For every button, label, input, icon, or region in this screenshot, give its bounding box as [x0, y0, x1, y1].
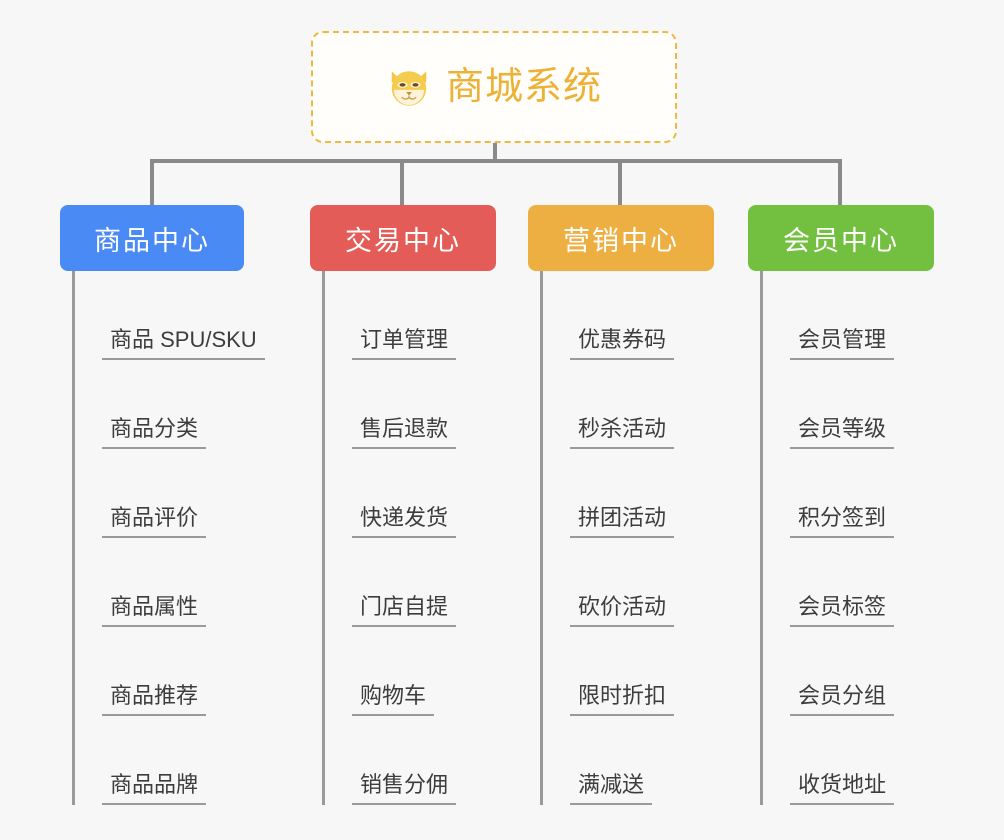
leaf-item[interactable]: 快递发货: [322, 449, 496, 538]
leaf-item-label: 商品推荐: [102, 683, 207, 716]
leaf-item[interactable]: 门店自提: [322, 538, 496, 627]
category-header-label: 营销中心: [563, 225, 679, 256]
leaf-item-label: 收货地址: [790, 772, 895, 805]
branch-group-4: 会员管理会员等级积分签到会员标签会员分组收货地址: [748, 271, 934, 805]
leaf-item[interactable]: 销售分佣: [322, 716, 496, 805]
leaf-item[interactable]: 商品属性: [72, 538, 244, 627]
leaf-item-label: 商品属性: [102, 594, 207, 627]
branch-group-2: 订单管理售后退款快递发货门店自提购物车销售分佣: [310, 271, 496, 805]
leaf-item-label: 拼团活动: [570, 505, 675, 538]
branch-trunk: [72, 271, 75, 805]
branch-group-3: 优惠券码秒杀活动拼团活动砍价活动限时折扣满减送: [528, 271, 714, 805]
connector-drop-2: [400, 159, 404, 209]
branch-trunk: [540, 271, 543, 805]
leaf-item-label: 商品评价: [102, 505, 207, 538]
leaf-item[interactable]: 商品推荐: [72, 627, 244, 716]
category-column-2: 交易中心订单管理售后退款快递发货门店自提购物车销售分佣: [310, 205, 496, 805]
leaf-item-label: 商品分类: [102, 416, 207, 449]
leaf-item[interactable]: 优惠券码: [540, 271, 714, 360]
root-node[interactable]: 商城系统: [311, 31, 677, 143]
leaf-item-label: 销售分佣: [352, 772, 457, 805]
category-header-label: 商品中心: [94, 225, 210, 256]
leaf-item-label: 会员管理: [790, 327, 895, 360]
leaf-item-label: 积分签到: [790, 505, 895, 538]
leaf-item-label: 限时折扣: [570, 683, 675, 716]
leaf-item[interactable]: 售后退款: [322, 360, 496, 449]
branch-trunk: [760, 271, 763, 805]
category-header-3[interactable]: 营销中心: [528, 205, 714, 271]
leaf-item[interactable]: 会员标签: [760, 538, 934, 627]
leaf-item-label: 会员等级: [790, 416, 895, 449]
leaf-item[interactable]: 购物车: [322, 627, 496, 716]
leaf-item-label: 快递发货: [352, 505, 457, 538]
leaf-item[interactable]: 积分签到: [760, 449, 934, 538]
leaf-item[interactable]: 会员管理: [760, 271, 934, 360]
root-title: 商城系统: [445, 66, 602, 108]
leaf-item[interactable]: 商品评价: [72, 449, 244, 538]
shiba-dog-face-icon: [391, 71, 427, 108]
leaf-item-label: 购物车: [352, 683, 435, 716]
category-column-1: 商品中心商品 SPU/SKU 商品分类商品评价商品属性商品推荐商品品牌: [60, 205, 265, 805]
leaf-item-label: 商品品牌: [102, 772, 207, 805]
connector-drop-4: [838, 159, 842, 209]
leaf-item-label: 满减送: [570, 772, 653, 805]
leaf-item-label: 订单管理: [352, 327, 457, 360]
leaf-item[interactable]: 满减送: [540, 716, 714, 805]
leaf-item[interactable]: 商品 SPU/SKU: [72, 271, 265, 360]
connector-bus: [150, 159, 840, 163]
connector-drop-1: [150, 159, 154, 209]
category-header-label: 交易中心: [345, 225, 461, 256]
leaf-item[interactable]: 拼团活动: [540, 449, 714, 538]
branch-group-1: 商品 SPU/SKU 商品分类商品评价商品属性商品推荐商品品牌: [60, 271, 265, 805]
leaf-item-label: 秒杀活动: [570, 416, 675, 449]
leaf-item-label: 会员分组: [790, 683, 895, 716]
connector-stem: [493, 143, 497, 163]
leaf-item-label: 砍价活动: [570, 594, 675, 627]
leaf-item-label: 会员标签: [790, 594, 895, 627]
leaf-item[interactable]: 砍价活动: [540, 538, 714, 627]
leaf-item-label: 售后退款: [352, 416, 457, 449]
category-header-1[interactable]: 商品中心: [60, 205, 244, 271]
category-header-2[interactable]: 交易中心: [310, 205, 496, 271]
leaf-item-label: 优惠券码: [570, 327, 675, 360]
category-column-4: 会员中心会员管理会员等级积分签到会员标签会员分组收货地址: [748, 205, 934, 805]
leaf-item[interactable]: 商品品牌: [72, 716, 244, 805]
leaf-item[interactable]: 订单管理: [322, 271, 496, 360]
leaf-item-label: 门店自提: [352, 594, 457, 627]
connector-drop-3: [618, 159, 622, 209]
category-header-4[interactable]: 会员中心: [748, 205, 934, 271]
leaf-item[interactable]: 会员等级: [760, 360, 934, 449]
leaf-item[interactable]: 限时折扣: [540, 627, 714, 716]
category-column-3: 营销中心优惠券码秒杀活动拼团活动砍价活动限时折扣满减送: [528, 205, 714, 805]
leaf-item-label: 商品 SPU/SKU: [102, 327, 265, 360]
branch-trunk: [322, 271, 325, 805]
leaf-item[interactable]: 收货地址: [760, 716, 934, 805]
leaf-item[interactable]: 商品分类: [72, 360, 244, 449]
leaf-item[interactable]: 会员分组: [760, 627, 934, 716]
leaf-item[interactable]: 秒杀活动: [540, 360, 714, 449]
category-header-label: 会员中心: [783, 225, 899, 256]
